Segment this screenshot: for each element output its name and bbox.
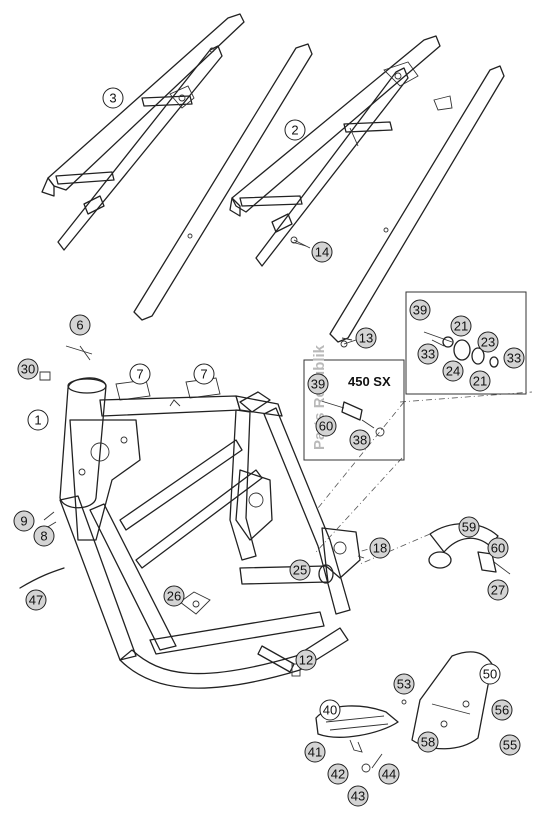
callout-53: 53 xyxy=(393,673,415,695)
svg-text:13: 13 xyxy=(359,331,373,346)
callout-21-bottom: 21 xyxy=(469,370,491,392)
svg-text:33: 33 xyxy=(507,351,521,366)
svg-text:50: 50 xyxy=(483,667,497,682)
svg-text:39: 39 xyxy=(311,377,325,392)
svg-text:21: 21 xyxy=(454,319,468,334)
callout-33-left: 33 xyxy=(417,343,439,365)
svg-text:2: 2 xyxy=(291,123,298,138)
hardware-small-drawings xyxy=(19,345,221,589)
inset-box-bearings xyxy=(405,291,527,395)
callout-25: 25 xyxy=(289,559,311,581)
callout-56: 56 xyxy=(491,699,513,721)
svg-text:58: 58 xyxy=(421,735,435,750)
main-frame-drawing xyxy=(59,377,361,689)
svg-text:27: 27 xyxy=(491,583,505,598)
callout-21-top: 21 xyxy=(450,315,472,337)
callout-58: 58 xyxy=(417,731,439,753)
subframe-3-drawing xyxy=(41,13,313,321)
svg-text:6: 6 xyxy=(76,318,83,333)
svg-text:42: 42 xyxy=(331,767,345,782)
variant-label: 450 SX xyxy=(348,374,391,389)
svg-text:23: 23 xyxy=(481,335,495,350)
svg-text:43: 43 xyxy=(351,789,365,804)
callout-43: 43 xyxy=(347,785,369,807)
callout-6: 6 xyxy=(69,314,91,336)
callout-13: 13 xyxy=(355,327,377,349)
callout-24: 24 xyxy=(442,360,464,382)
svg-text:25: 25 xyxy=(293,563,307,578)
svg-text:18: 18 xyxy=(373,541,387,556)
svg-text:1: 1 xyxy=(34,413,41,428)
bash-plate-50-drawing xyxy=(401,651,493,750)
svg-text:14: 14 xyxy=(315,245,329,260)
callout-39-450sx: 39 xyxy=(307,373,329,395)
callout-41: 41 xyxy=(304,741,326,763)
callout-12: 12 xyxy=(295,649,317,671)
svg-text:44: 44 xyxy=(382,767,396,782)
callout-26: 26 xyxy=(163,585,185,607)
svg-text:3: 3 xyxy=(109,91,116,106)
svg-text:33: 33 xyxy=(421,347,435,362)
callout-38: 38 xyxy=(349,429,371,451)
callout-50: 50 xyxy=(479,663,501,685)
callout-59: 59 xyxy=(458,516,480,538)
callout-39-inset: 39 xyxy=(409,299,431,321)
callout-40: 40 xyxy=(319,699,341,721)
svg-text:56: 56 xyxy=(495,703,509,718)
svg-text:40: 40 xyxy=(323,703,337,718)
svg-text:55: 55 xyxy=(503,738,517,753)
inset-box-450sx: 450 SX xyxy=(303,359,405,461)
svg-text:60: 60 xyxy=(491,541,505,556)
svg-text:12: 12 xyxy=(299,653,313,668)
callout-60-450sx: 60 xyxy=(315,415,337,437)
callout-18: 18 xyxy=(369,537,391,559)
svg-text:53: 53 xyxy=(397,677,411,692)
callout-55: 55 xyxy=(499,734,521,756)
callout-60: 60 xyxy=(487,537,509,559)
svg-text:41: 41 xyxy=(308,745,322,760)
callout-42: 42 xyxy=(327,763,349,785)
svg-text:7: 7 xyxy=(136,367,143,382)
callout-27: 27 xyxy=(487,579,509,601)
callout-1: 1 xyxy=(27,409,49,431)
svg-text:9: 9 xyxy=(20,514,27,529)
svg-text:47: 47 xyxy=(29,593,43,608)
svg-text:7: 7 xyxy=(200,367,207,382)
callout-14: 14 xyxy=(311,241,333,263)
svg-text:26: 26 xyxy=(167,589,181,604)
svg-text:8: 8 xyxy=(40,529,47,544)
svg-text:39: 39 xyxy=(413,303,427,318)
callout-8: 8 xyxy=(33,525,55,547)
svg-text:38: 38 xyxy=(353,433,367,448)
svg-text:60: 60 xyxy=(319,419,333,434)
callout-2: 2 xyxy=(284,119,306,141)
callout-44: 44 xyxy=(378,763,400,785)
subframe-2-drawing xyxy=(229,35,505,343)
callout-33-right: 33 xyxy=(503,347,525,369)
callout-23: 23 xyxy=(477,331,499,353)
svg-text:30: 30 xyxy=(21,362,35,377)
callout-9: 9 xyxy=(13,510,35,532)
callout-30: 30 xyxy=(17,358,39,380)
callout-7-right: 7 xyxy=(193,363,215,385)
bolts-misc-drawing xyxy=(290,236,365,559)
svg-text:24: 24 xyxy=(446,364,460,379)
callout-7-left: 7 xyxy=(129,363,151,385)
svg-text:21: 21 xyxy=(473,374,487,389)
svg-text:59: 59 xyxy=(462,520,476,535)
bolt-12-drawing xyxy=(257,645,301,677)
callout-3: 3 xyxy=(102,87,124,109)
callout-47: 47 xyxy=(25,589,47,611)
